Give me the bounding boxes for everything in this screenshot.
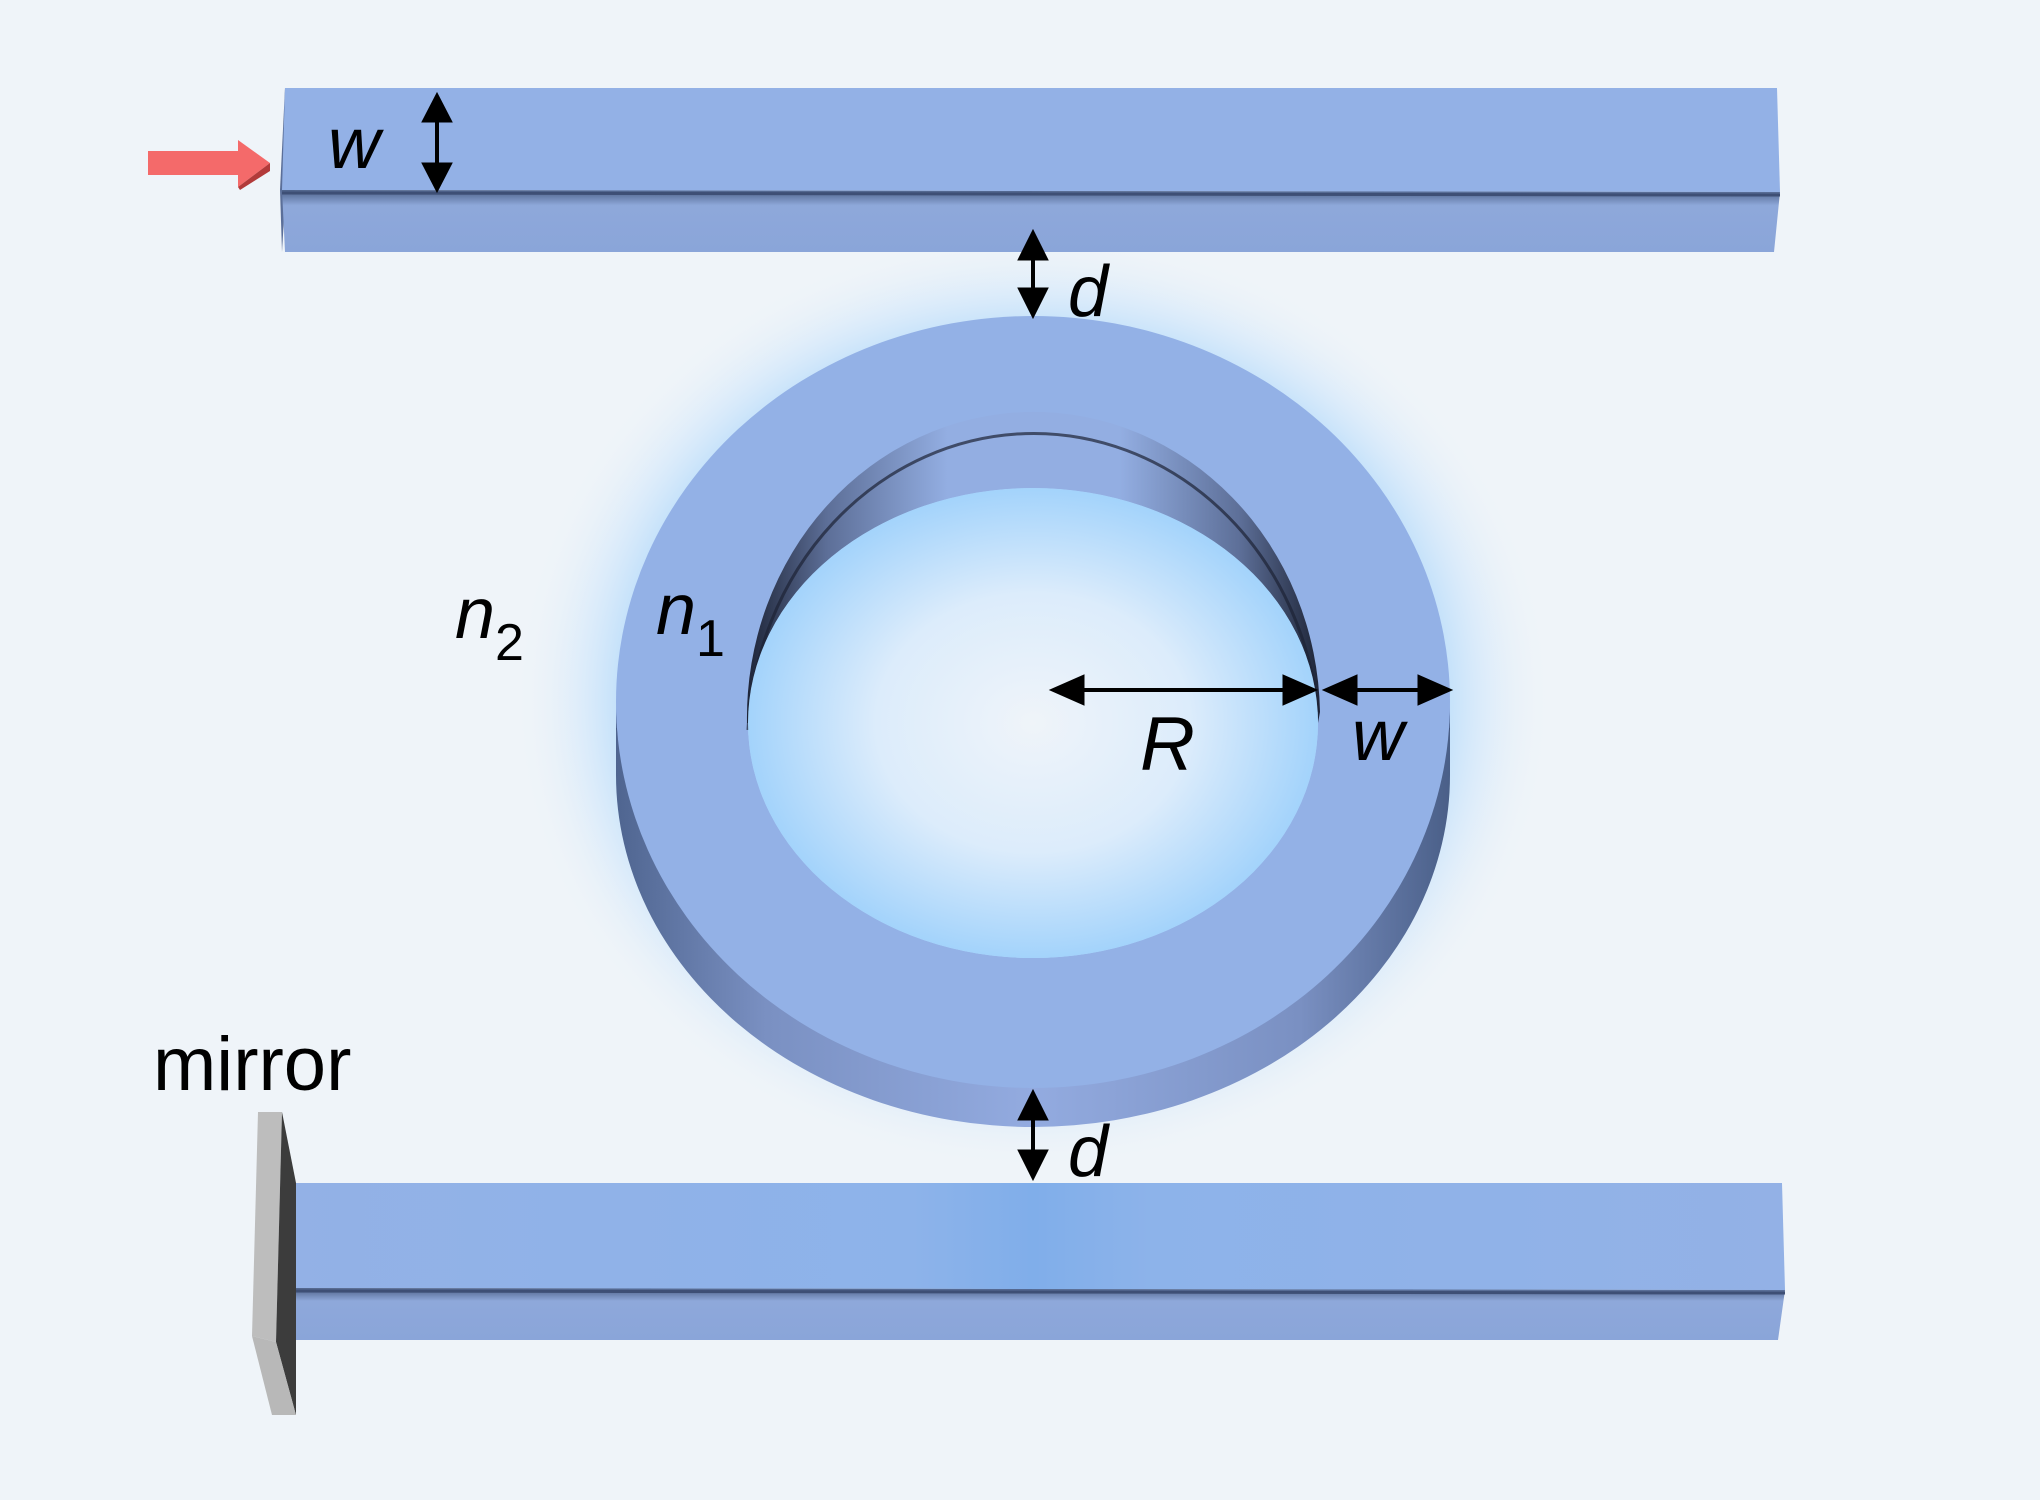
label-outer-index: n2	[455, 574, 524, 672]
dimension-arrow-ring-width	[1321, 674, 1454, 706]
mirror	[252, 1112, 296, 1415]
dimension-arrow-top-gap	[1017, 228, 1049, 320]
mirror-edge	[276, 1112, 296, 1415]
top-waveguide-side	[282, 190, 1780, 252]
label-top-width: w	[328, 104, 384, 184]
dimension-arrow-bottom-gap	[1017, 1088, 1049, 1182]
ring-inner-wall	[746, 411, 1320, 723]
label-outer-index-sub: 2	[495, 614, 524, 672]
label-radius: R	[1140, 702, 1195, 787]
label-ring-width: w	[1352, 696, 1408, 776]
label-mirror: mirror	[153, 1022, 351, 1107]
bottom-waveguide-side	[282, 1288, 1785, 1340]
top-waveguide-face	[282, 88, 1780, 192]
mirror-base	[252, 1336, 296, 1415]
label-bottom-gap: d	[1068, 1112, 1110, 1192]
label-top-gap: d	[1068, 252, 1110, 332]
mirror-front	[252, 1112, 282, 1342]
label-ring-index-sub: 1	[696, 610, 725, 668]
label-ring-index: n1	[656, 570, 725, 668]
dimension-arrow-top-width	[421, 91, 453, 194]
bottom-waveguide-face	[282, 1183, 1785, 1290]
dimension-arrow-radius	[1048, 674, 1319, 706]
top-waveguide	[280, 88, 1781, 252]
ring-resonator	[616, 316, 1450, 1127]
input-arrow	[148, 140, 270, 190]
label-outer-index-base: n	[455, 574, 495, 654]
bottom-waveguide	[281, 1183, 1786, 1340]
ring-hole	[748, 488, 1318, 958]
label-ring-index-base: n	[656, 570, 696, 650]
